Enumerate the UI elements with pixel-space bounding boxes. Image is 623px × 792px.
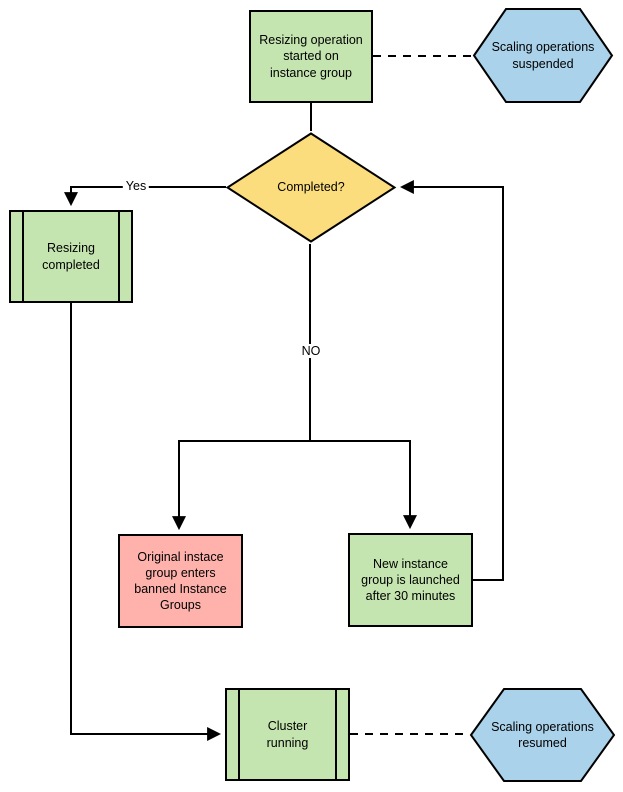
predefined-process-bar (22, 212, 24, 301)
edge-resizing-to-cluster (70, 303, 222, 741)
predefined-process-bar (118, 212, 120, 301)
edge-no-to-new-group (310, 440, 417, 530)
node-decision-completed: Completed? (225, 132, 397, 243)
edge-decision-yes (64, 186, 226, 207)
node-scaling-resumed: Scaling operations resumed (469, 688, 616, 782)
node-cluster-running: Cluster running (225, 688, 350, 781)
node-scaling-suspended: Scaling operations suspended (472, 8, 614, 103)
node-new-group: New instance group is launched after 30 … (348, 533, 473, 627)
predefined-process-bar (335, 690, 337, 779)
diamond-shape (225, 132, 397, 243)
node-banned-group-label: Original instace group enters banned Ins… (134, 549, 227, 613)
node-banned-group: Original instace group enters banned Ins… (118, 534, 243, 628)
node-cluster-running-label: Cluster running (266, 719, 309, 750)
hexagon-shape (472, 8, 614, 103)
node-resizing-completed-label: Resizing completed (42, 241, 100, 272)
node-scaling-suspended-label: Scaling operations suspended (491, 40, 595, 71)
node-scaling-resumed-label: Scaling operations resumed (491, 719, 594, 750)
predefined-process-bar (238, 690, 240, 779)
node-new-group-label: New instance group is launched after 30 … (361, 556, 460, 604)
node-resize-started-label: Resizing operation started on instance g… (259, 33, 363, 80)
hexagon-shape (469, 688, 616, 782)
edge-label-no: NO (298, 344, 324, 358)
edge-label-yes: Yes (122, 179, 150, 193)
edge-new-group-to-decision (399, 180, 504, 581)
node-decision-completed-label: Completed? (277, 180, 345, 195)
node-resizing-completed: Resizing completed (9, 210, 133, 303)
node-resize-started: Resizing operation started on instance g… (249, 10, 373, 103)
edge-no-to-banned-group (172, 440, 310, 531)
